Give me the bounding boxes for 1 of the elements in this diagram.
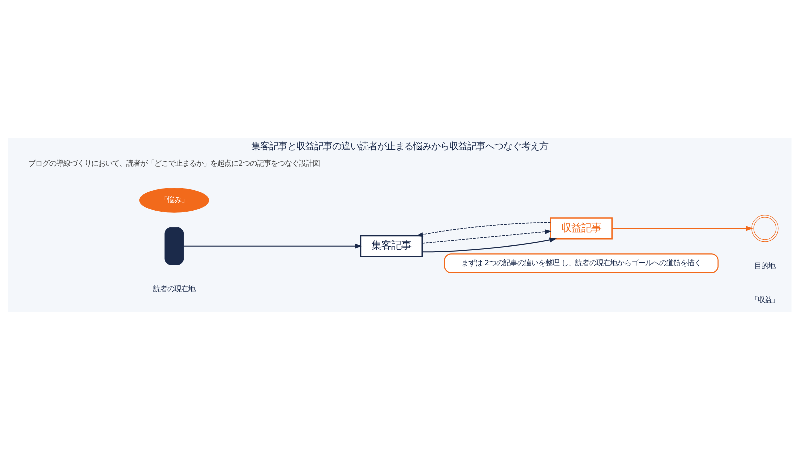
diagram-title: 集客記事と収益記事の違い読者が止まる悩みから収益記事へつなぐ考え方 xyxy=(252,142,548,153)
